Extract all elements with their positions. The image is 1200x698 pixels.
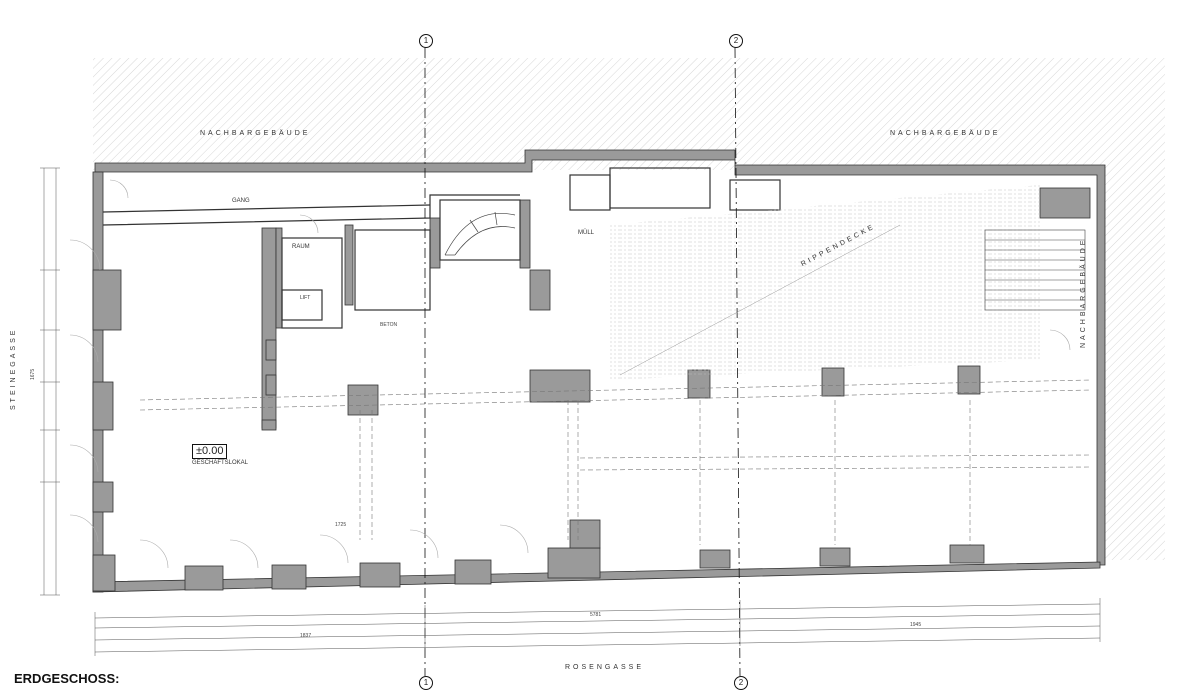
room-label-gang: GANG bbox=[232, 198, 250, 204]
facade-piers-bottom bbox=[184, 544, 985, 591]
stair-right bbox=[984, 229, 1086, 311]
dimension-overall: 5781 bbox=[590, 612, 602, 618]
dimension-segment-3: 1725 bbox=[335, 522, 347, 528]
core-walls bbox=[261, 187, 1091, 549]
dimension-segment-1: 1837 bbox=[300, 633, 312, 639]
axis-2-bottom-marker: 2 bbox=[734, 676, 748, 690]
neighbour-label-top-left: NACHBARGEBÄUDE bbox=[200, 130, 311, 137]
level-marker-main: ±0.00 bbox=[192, 444, 228, 459]
street-label-left: STEINEGASSE bbox=[10, 327, 17, 410]
room-label-muell: MÜLL bbox=[578, 230, 595, 236]
drawing-title: ERDGESCHOSS: bbox=[14, 671, 120, 686]
room-label-raum: RAUM bbox=[292, 244, 310, 250]
facade-piers-left bbox=[92, 269, 122, 592]
spiral-stair bbox=[444, 211, 516, 256]
room-label-lift: LIFT bbox=[300, 295, 311, 301]
ribbed-ceiling-hatch bbox=[610, 185, 1040, 380]
shop-label: GESCHÄFTSLOKAL bbox=[192, 460, 249, 466]
neighbour-label-right: NACHBARGEBÄUDE bbox=[1080, 237, 1087, 348]
room-label-beton: BETON bbox=[380, 322, 398, 328]
structural-grid bbox=[139, 379, 1091, 545]
dimension-segment-2: 1945 bbox=[910, 622, 922, 628]
door-swings bbox=[69, 179, 1071, 569]
partitions bbox=[102, 167, 781, 329]
neighbour-label-top-right: NACHBARGEBÄUDE bbox=[890, 130, 1001, 137]
ribbed-ceiling-leader bbox=[619, 224, 901, 376]
dimension-lines-bottom bbox=[94, 598, 1101, 656]
dimension-lines-left bbox=[40, 167, 60, 596]
axis-lines bbox=[424, 47, 741, 677]
axis-2-top-marker: 2 bbox=[729, 34, 743, 48]
axis-1-bottom-marker: 1 bbox=[419, 676, 433, 690]
axis-1-top-marker: 1 bbox=[419, 34, 433, 48]
street-label-bottom: ROSENGASSE bbox=[565, 664, 645, 671]
dimension-left-total: 1675 bbox=[30, 368, 36, 380]
